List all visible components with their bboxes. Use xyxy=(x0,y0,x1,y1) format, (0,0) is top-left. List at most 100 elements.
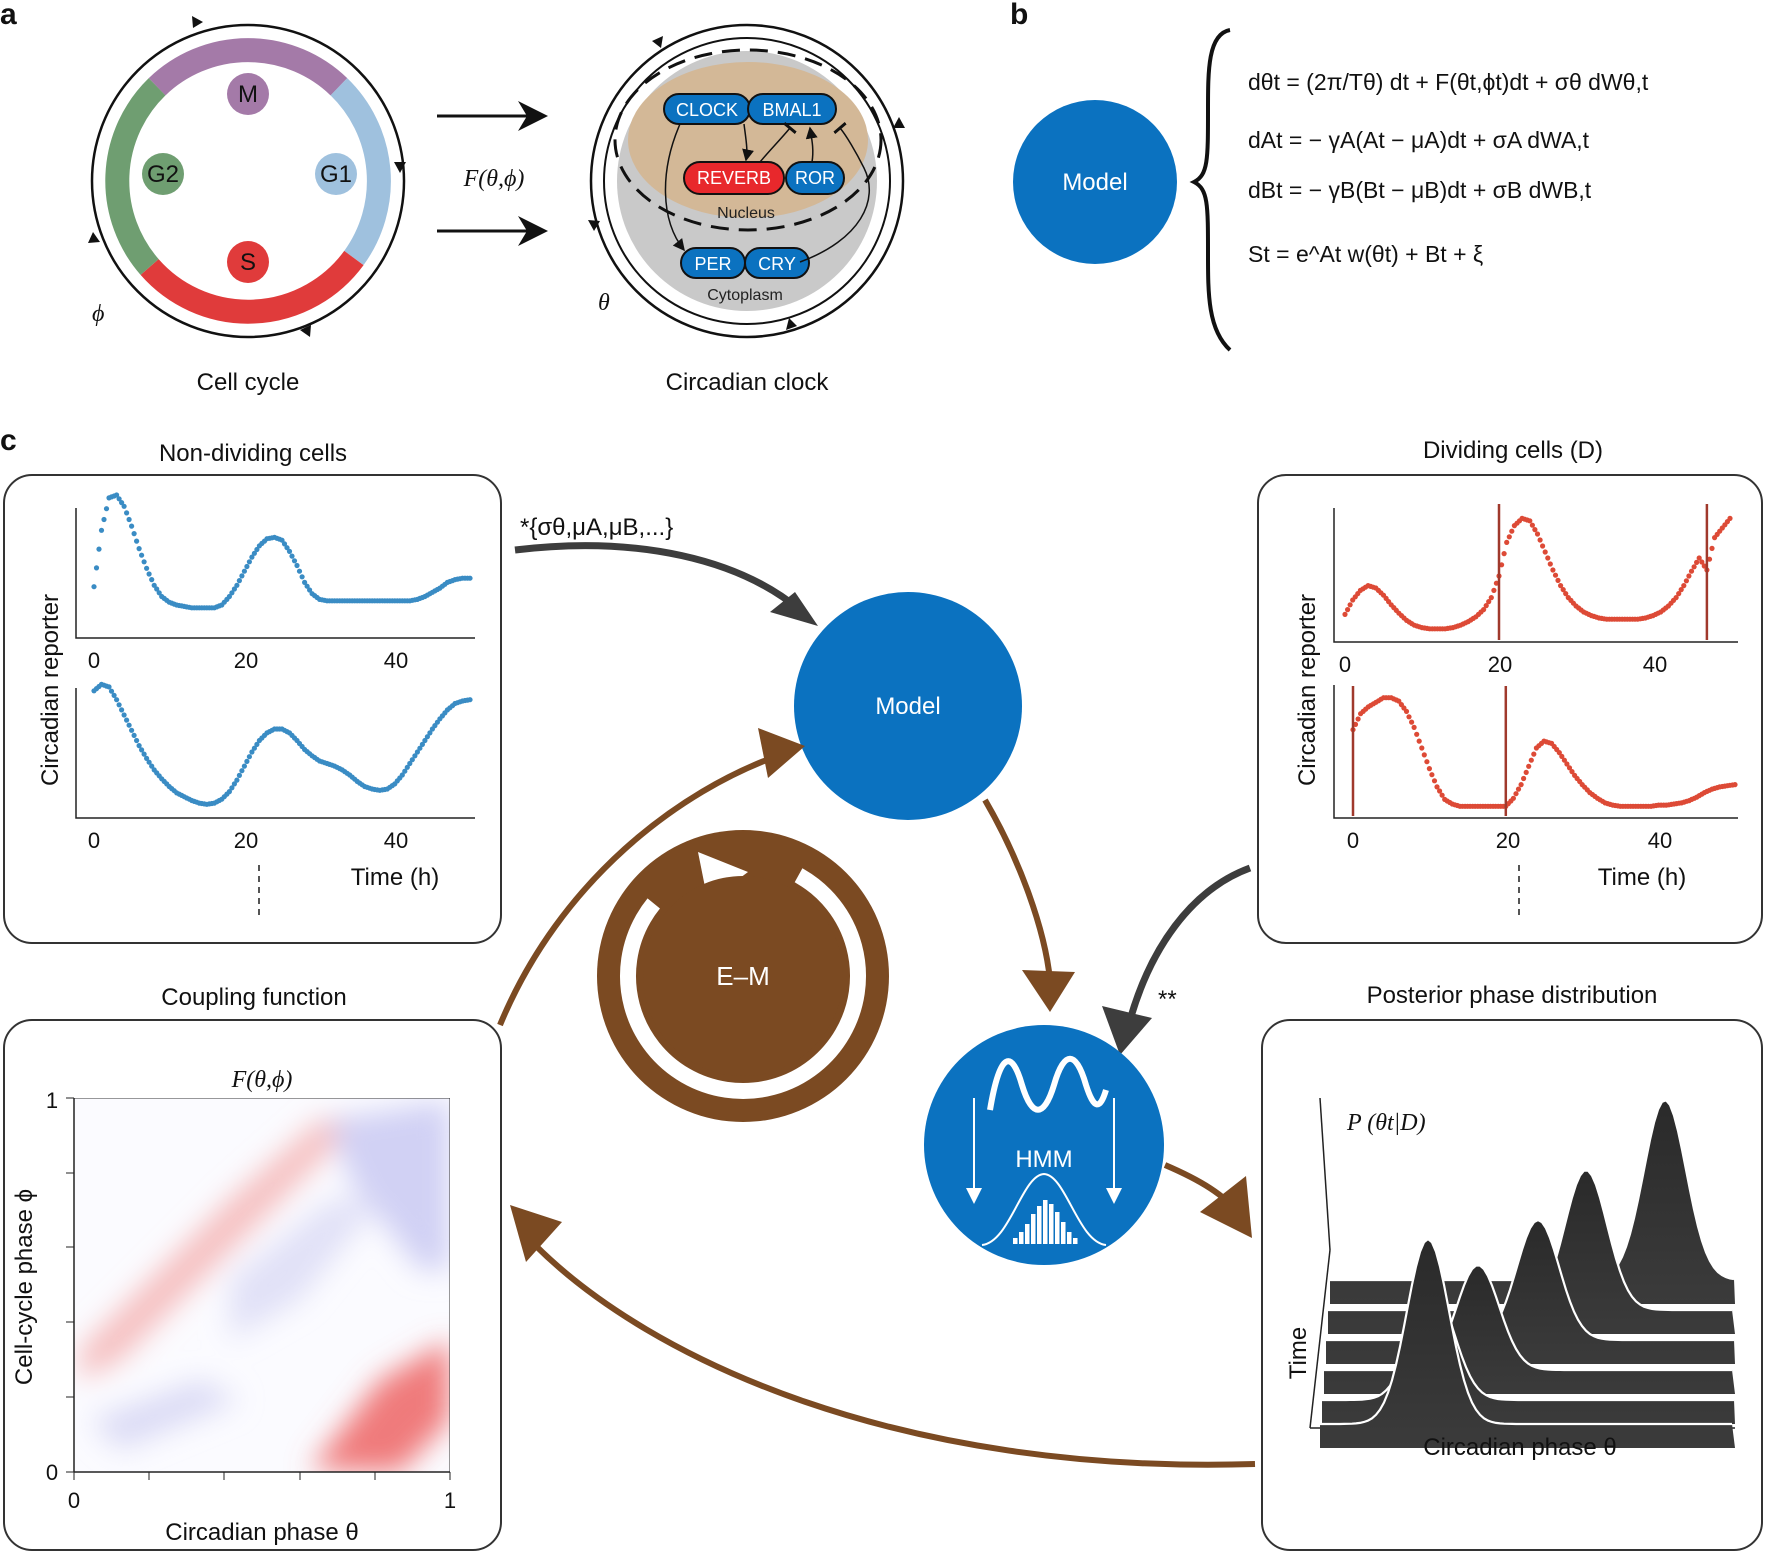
s-phase-node xyxy=(227,241,269,283)
data-point xyxy=(419,741,425,748)
m-phase-node xyxy=(227,73,269,115)
reverb-gene-node xyxy=(683,161,785,195)
data-point xyxy=(149,577,155,583)
histogram-bar xyxy=(1055,1212,1060,1244)
clock-gene-label: CLOCK xyxy=(676,100,738,120)
coupling-ylabel: Cell-cycle phase ϕ xyxy=(11,1189,38,1385)
regulation-edge xyxy=(759,122,797,163)
cry-gene-node xyxy=(744,247,810,279)
data-point xyxy=(116,702,122,708)
regulation-edge xyxy=(664,123,685,252)
coupling-title: Coupling function xyxy=(161,984,346,1011)
histogram-bar xyxy=(1073,1238,1078,1244)
data-point xyxy=(1732,782,1738,788)
params-label: *{σθ,μA,μB,...} xyxy=(520,514,673,541)
data-point xyxy=(302,579,308,586)
data-point xyxy=(286,548,293,555)
coupling-heatmap xyxy=(74,1098,450,1472)
data-point xyxy=(404,764,410,770)
data-point xyxy=(412,753,418,759)
histogram-bar xyxy=(1013,1238,1018,1244)
data-point xyxy=(111,692,117,699)
panel-c-letter: c xyxy=(0,424,17,457)
posterior-ridges xyxy=(1320,1098,1735,1448)
data-point xyxy=(1555,577,1561,584)
ror-gene-label: ROR xyxy=(795,168,835,188)
g2-phase-label: G2 xyxy=(147,161,179,188)
data-point xyxy=(126,516,132,523)
x-tick: 40 xyxy=(1643,652,1667,677)
per-gene-label: PER xyxy=(694,254,731,274)
axis xyxy=(75,688,475,819)
data-point xyxy=(151,582,157,588)
data-point xyxy=(1431,778,1438,784)
cell-cycle-phase-symbol: ϕ xyxy=(92,301,104,327)
data-point xyxy=(239,768,245,774)
axis xyxy=(75,508,475,639)
data-point xyxy=(1688,568,1695,574)
posterior-ridge xyxy=(1328,1170,1735,1334)
data-point xyxy=(144,565,150,571)
data-point xyxy=(134,737,140,744)
data-point xyxy=(246,754,252,760)
histogram-bar xyxy=(1031,1214,1036,1244)
non-dividing-plot-2: 0 20 40 xyxy=(75,681,475,853)
x-tick: 0 xyxy=(1339,652,1351,677)
x-tick: 0 xyxy=(1347,828,1359,853)
data-point xyxy=(1347,602,1353,608)
nucleus-label: Nucleus xyxy=(717,205,775,222)
data-point xyxy=(1403,708,1410,715)
data-point xyxy=(1486,599,1492,605)
data-point xyxy=(1678,587,1684,593)
data-point xyxy=(422,737,428,744)
data-point xyxy=(1691,564,1697,570)
data-point xyxy=(296,568,303,574)
cycle-arrowhead xyxy=(192,16,203,28)
data-point xyxy=(284,545,290,551)
data-point xyxy=(114,492,120,498)
data-point xyxy=(1558,583,1564,589)
data-point xyxy=(249,554,255,560)
data-point xyxy=(1501,551,1507,557)
data-point xyxy=(234,777,240,783)
data-point xyxy=(1706,556,1713,562)
data-point xyxy=(103,506,110,512)
data-point xyxy=(1513,791,1519,797)
data-point xyxy=(1527,518,1533,524)
clock-arrowhead xyxy=(652,36,663,48)
x-tick: 1 xyxy=(444,1488,456,1513)
data-point xyxy=(244,758,250,765)
bmal1-gene-label: BMAL1 xyxy=(762,100,821,120)
data-point xyxy=(1556,750,1562,756)
cell-cycle-caption: Cell cycle xyxy=(197,369,300,396)
g1-phase-label: G1 xyxy=(320,161,352,188)
data-point xyxy=(251,745,257,751)
data-point xyxy=(1493,580,1499,586)
data-point xyxy=(1409,719,1415,725)
coupling-subtitle: F(θ,ϕ) xyxy=(231,1067,293,1093)
coupling-to-model-arrowhead xyxy=(758,728,805,778)
data-point xyxy=(1429,772,1435,778)
x-tick: 40 xyxy=(1648,828,1672,853)
data-point xyxy=(139,552,145,558)
data-point xyxy=(1559,753,1565,760)
data-point xyxy=(1406,714,1412,720)
cycle-arrowhead xyxy=(394,162,406,173)
data-point xyxy=(241,763,247,769)
clock-arrowhead xyxy=(893,117,905,128)
data-point xyxy=(234,582,240,588)
data-point xyxy=(136,743,142,749)
data-point xyxy=(231,781,237,787)
cell-cycle-outer-ring xyxy=(90,23,406,339)
dividing-ylabel: Circadian reporter xyxy=(1294,594,1321,786)
model-label-c: Model xyxy=(875,693,940,720)
histogram-bar xyxy=(1043,1200,1048,1244)
g1-phase-arc xyxy=(330,78,391,266)
data-point xyxy=(229,785,235,791)
x-tick: 20 xyxy=(234,828,258,853)
data-point xyxy=(1439,792,1445,798)
panel-b-letter: b xyxy=(1010,0,1028,31)
posterior-xlabel: Circadian phase θ xyxy=(1423,1434,1616,1461)
data-point xyxy=(1566,765,1573,771)
